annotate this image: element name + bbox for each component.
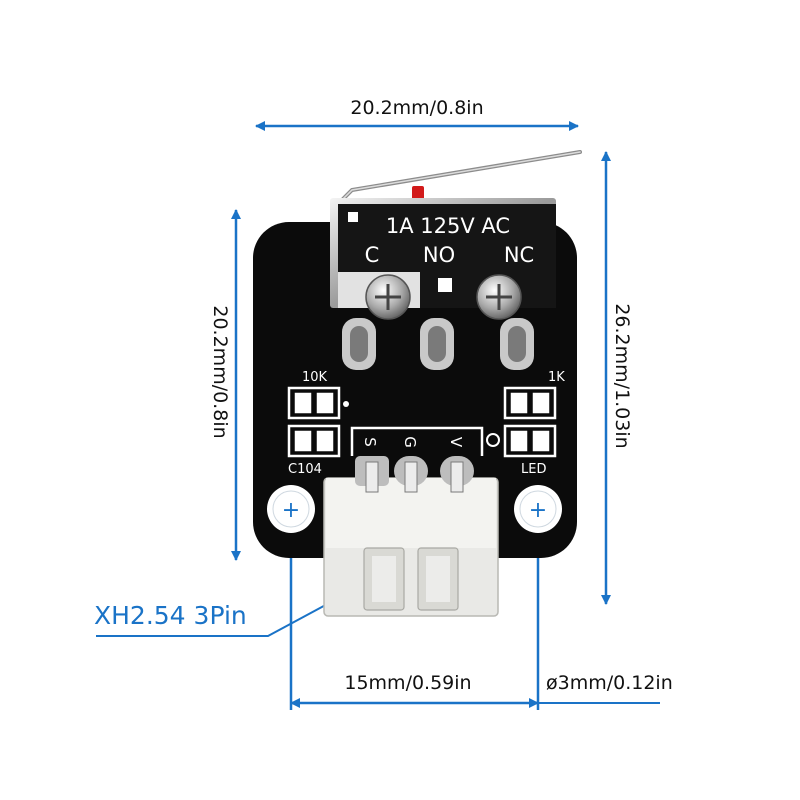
pin1-dot bbox=[343, 401, 349, 407]
top-width-label: 20.2mm/0.8in bbox=[350, 97, 483, 119]
switch-pin-no-label: NO bbox=[423, 243, 455, 267]
capacitor-c104-label: C104 bbox=[288, 462, 322, 477]
screw-right bbox=[476, 274, 522, 320]
switch-label-panel bbox=[338, 204, 556, 278]
connector-callout-leader bbox=[96, 593, 347, 637]
screw-left bbox=[365, 274, 411, 320]
right-height-label: 26.2mm/1.03in bbox=[611, 303, 633, 448]
switch-pin-nc-label: NC bbox=[504, 243, 534, 267]
connector-pins bbox=[355, 456, 474, 493]
mounting-hole-left: + bbox=[267, 485, 315, 533]
dimension-lines bbox=[96, 121, 660, 710]
pin-s-label: S bbox=[361, 437, 379, 447]
led-label: LED bbox=[521, 462, 546, 477]
resistor-1k-footprint bbox=[503, 386, 557, 420]
switch-pin-c-label: C bbox=[365, 243, 380, 267]
led-polarity-marker bbox=[486, 433, 500, 447]
resistor-10k-footprint bbox=[287, 386, 341, 420]
hole-spacing-label: 15mm/0.59in bbox=[344, 672, 471, 694]
mounting-hole-right-symbol: + bbox=[529, 498, 547, 523]
xh-connector bbox=[323, 456, 499, 617]
switch-lever bbox=[336, 150, 582, 206]
resistor-1k-label: 1K bbox=[548, 370, 565, 385]
connector-callout-label: XH2.54 3Pin bbox=[94, 601, 247, 630]
capacitor-c104-footprint bbox=[287, 424, 341, 458]
mounting-hole-left-symbol: + bbox=[282, 498, 300, 523]
hole-diameter-label: ø3mm/0.12in bbox=[546, 672, 673, 694]
left-height-label: 20.2mm/0.8in bbox=[209, 305, 231, 438]
connector-silkscreen bbox=[350, 426, 484, 456]
pin-g-label: G bbox=[401, 436, 419, 448]
switch-rating-label: 1A 125V AC bbox=[386, 214, 510, 238]
resistor-10k-label: 10K bbox=[302, 370, 328, 385]
switch-actuator bbox=[412, 186, 424, 200]
switch-solder-pads bbox=[342, 318, 534, 370]
mounting-hole-right: + bbox=[514, 485, 562, 533]
micro-switch: 1A 125V AC C NO NC bbox=[330, 150, 582, 320]
pin-v-label: V bbox=[447, 437, 465, 448]
switch-marker-left bbox=[348, 212, 358, 222]
led-footprint bbox=[503, 424, 557, 458]
switch-marker-right bbox=[438, 278, 452, 292]
